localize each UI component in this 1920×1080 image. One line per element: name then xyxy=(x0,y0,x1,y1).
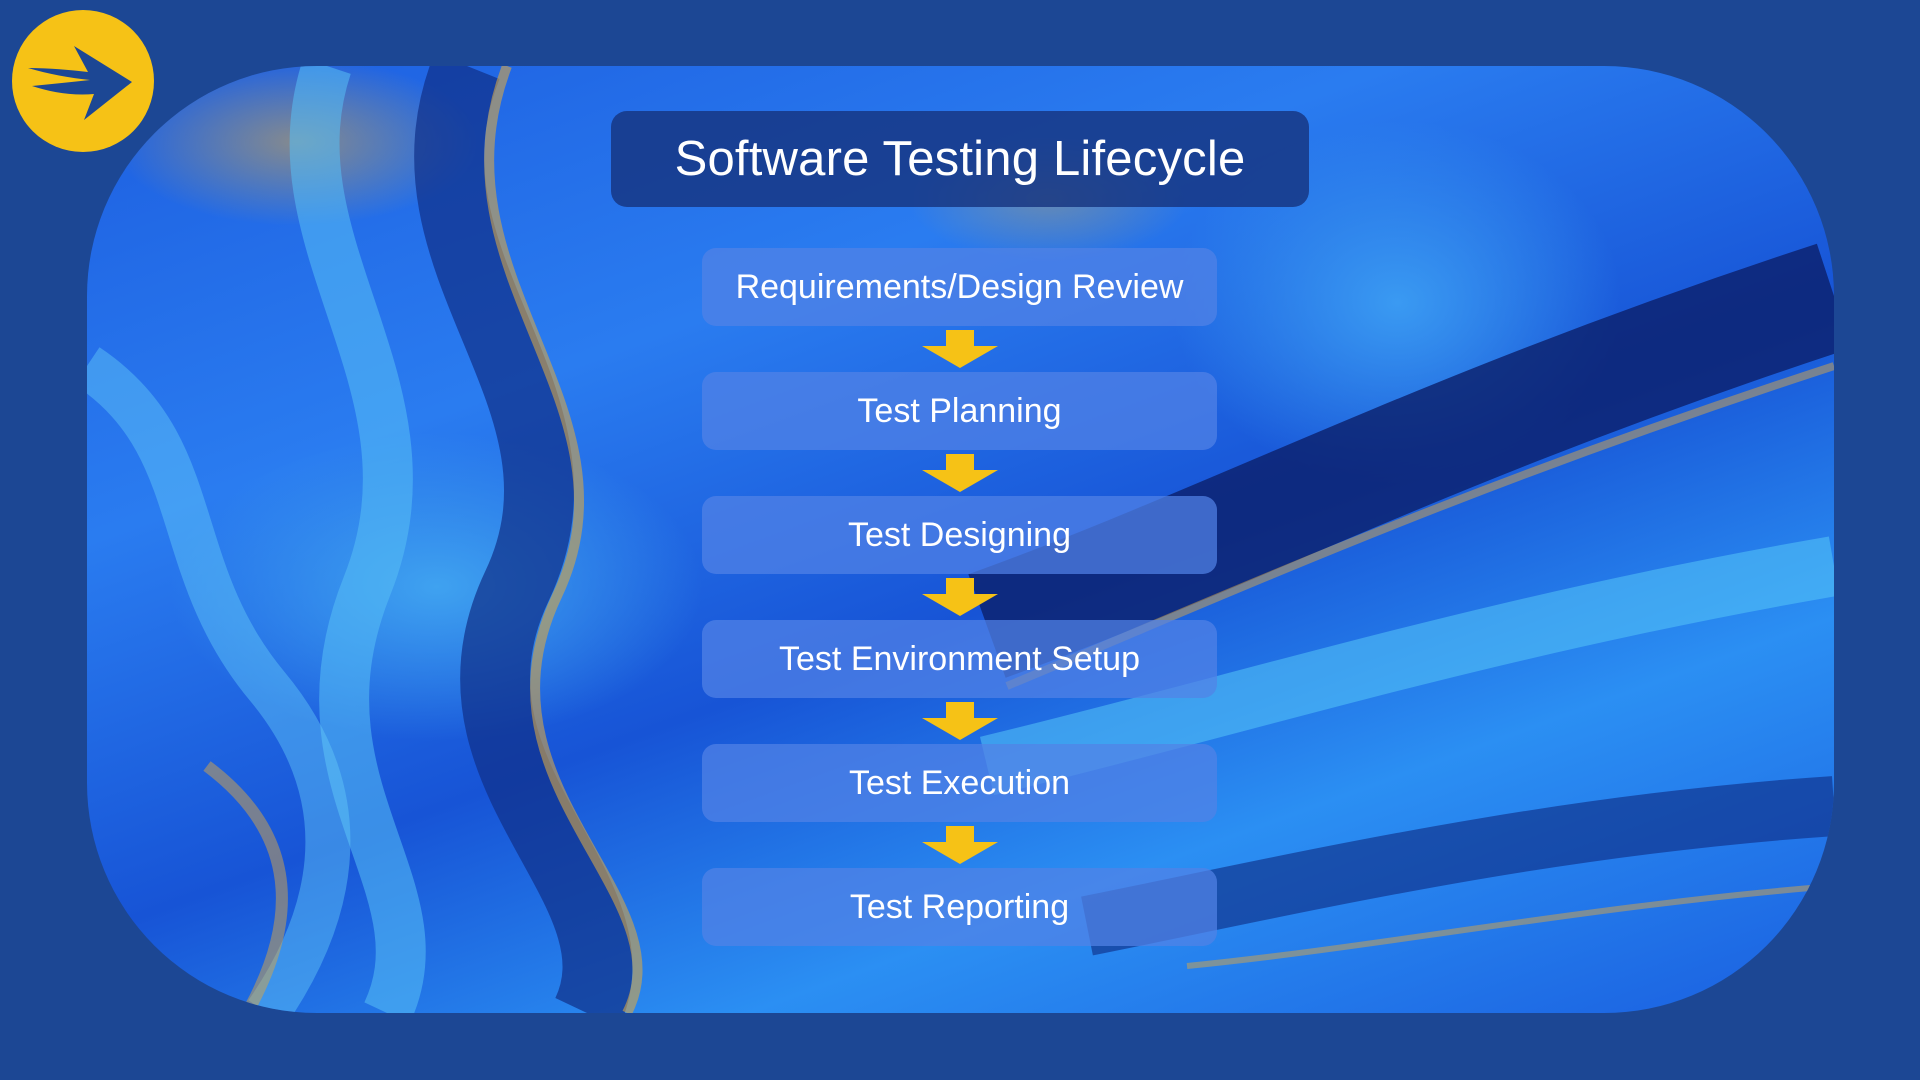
down-arrow-icon xyxy=(702,574,1217,620)
step-test-environment-setup: Test Environment Setup xyxy=(702,620,1217,698)
brand-logo xyxy=(12,10,154,152)
down-arrow-icon xyxy=(702,822,1217,868)
down-arrow-icon xyxy=(702,326,1217,372)
lifecycle-flow: Requirements/Design Review Test Planning… xyxy=(702,248,1217,946)
down-arrow-icon xyxy=(702,450,1217,496)
title-box: Software Testing Lifecycle xyxy=(611,111,1309,207)
step-requirements-design-review: Requirements/Design Review xyxy=(702,248,1217,326)
page-title: Software Testing Lifecycle xyxy=(674,132,1246,186)
step-test-planning: Test Planning xyxy=(702,372,1217,450)
down-arrow-icon xyxy=(702,698,1217,744)
step-test-reporting: Test Reporting xyxy=(702,868,1217,946)
arrow-logo-icon xyxy=(28,46,132,120)
step-test-designing: Test Designing xyxy=(702,496,1217,574)
step-test-execution: Test Execution xyxy=(702,744,1217,822)
